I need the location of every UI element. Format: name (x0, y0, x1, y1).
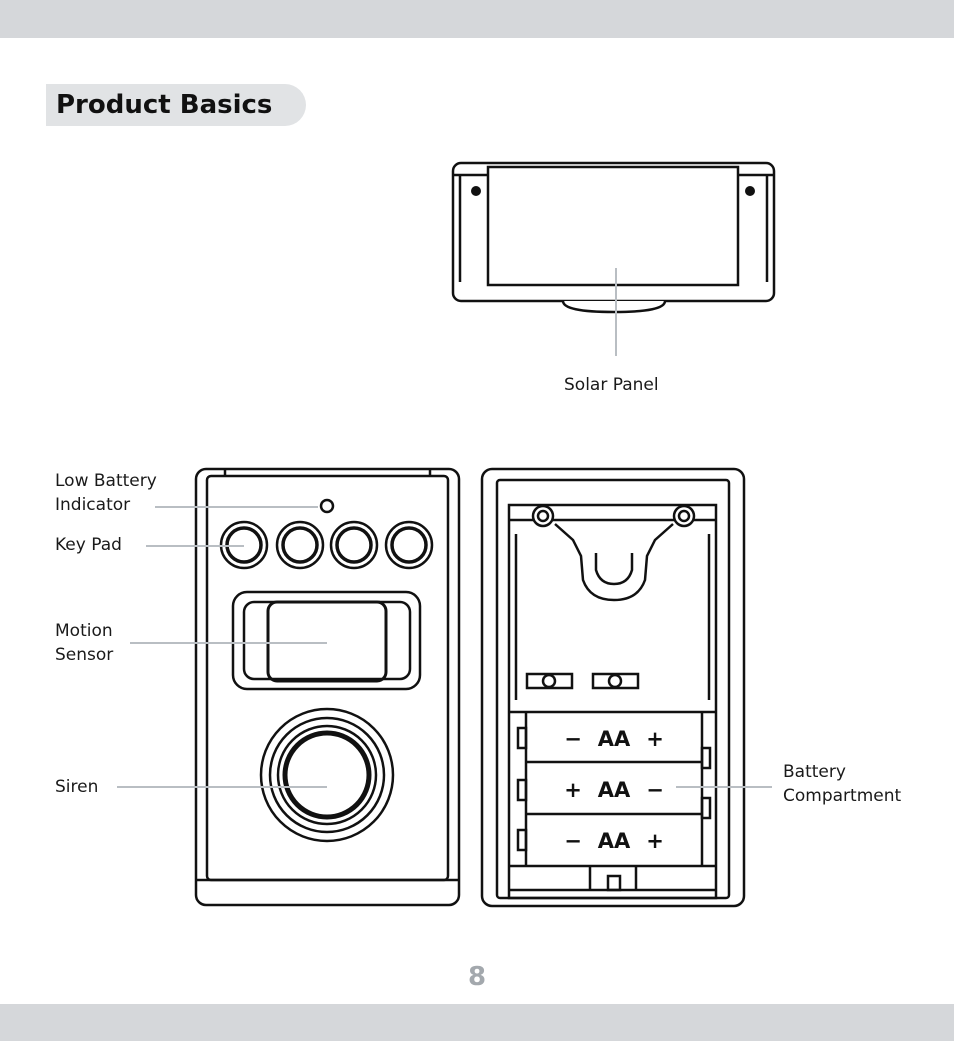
label-siren: Siren (55, 777, 99, 797)
motion-sensor-window (231, 590, 422, 691)
label-solar-panel: Solar Panel (564, 375, 659, 395)
battery-2-label: AA (598, 778, 631, 802)
battery-1-label: AA (598, 727, 631, 751)
header-band (0, 0, 954, 38)
battery-1-left-sign: − (564, 727, 582, 751)
sensor-back-unit (480, 467, 746, 908)
battery-3-label: AA (598, 829, 631, 853)
battery-3-left-sign: − (564, 829, 582, 853)
footer-band (0, 1004, 954, 1041)
solar-panel-unit (451, 161, 776, 314)
battery-3-right-sign: + (646, 829, 664, 853)
battery-2-left-sign: + (564, 778, 582, 802)
label-battery-compartment: Battery Compartment (783, 762, 902, 806)
label-motion-sensor: Motion Sensor (55, 621, 114, 665)
battery-1-right-sign: + (646, 727, 664, 751)
battery-markings: − AA + + AA − − AA + (564, 727, 664, 853)
battery-2-right-sign: − (646, 778, 664, 802)
sensor-front-unit (194, 467, 461, 907)
siren-speaker (259, 707, 395, 843)
label-key-pad: Key Pad (55, 535, 122, 555)
leader-lines (117, 268, 772, 788)
label-low-battery-indicator: Low Battery Indicator (55, 471, 157, 515)
section-title: Product Basics (56, 90, 273, 120)
section-title-pill: Product Basics (46, 84, 306, 126)
low-battery-led (319, 498, 335, 514)
key-pad-buttons (219, 520, 434, 570)
page-number: 8 (467, 962, 487, 992)
